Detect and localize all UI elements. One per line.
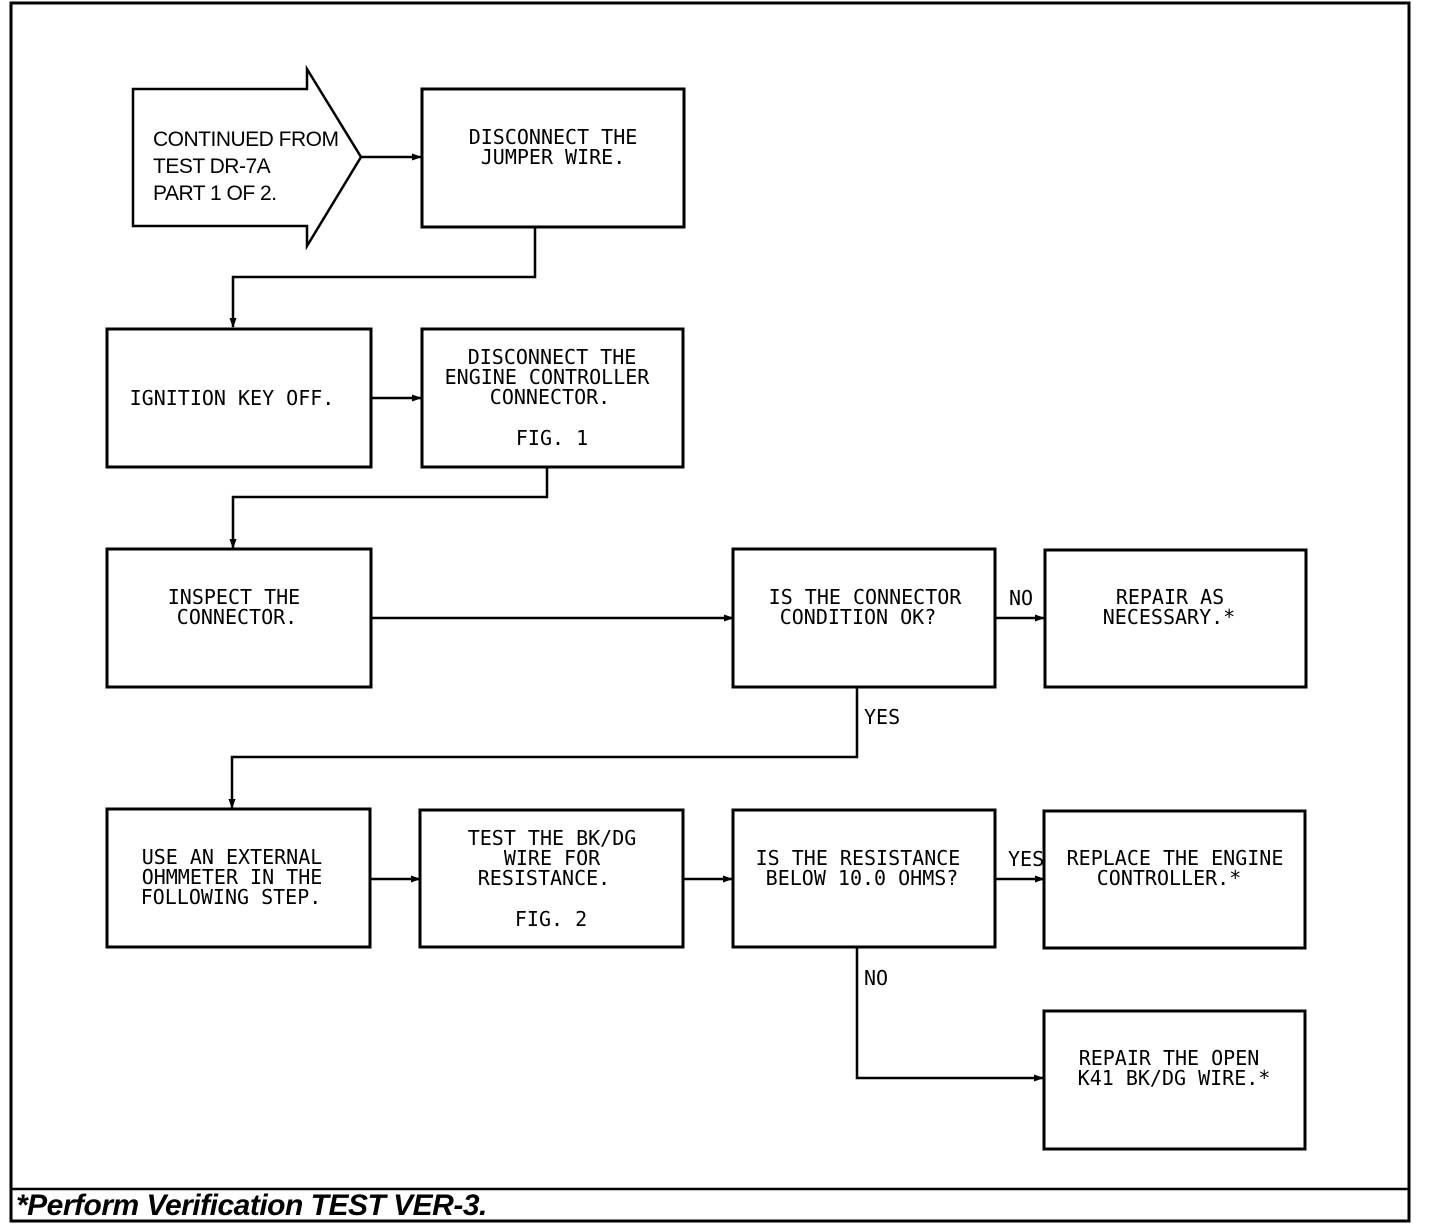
start-arrow: CONTINUED FROM TEST DR-7A PART 1 OF 2. [131,64,363,251]
edge-ecm-to-inspect [229,468,549,549]
node-text: CONNECTOR. [490,385,610,409]
node-text: BELOW 10.0 OHMS? [766,866,959,890]
node-connector-ok-decision: IS THE CONNECTOR CONDITION OK? [731,547,997,689]
footer-note: *Perform Verification TEST VER-3. [16,1189,487,1222]
node-text: WIRE FOR [504,846,601,870]
node-text: FOLLOWING STEP. [141,885,322,909]
node-text: CONDITION OK? [780,605,937,629]
node-text: REPAIR AS [1116,585,1224,609]
node-text: CONNECTOR. [177,605,297,629]
node-text: RESISTANCE. [478,866,610,890]
node-text: ENGINE CONTROLLER [445,365,651,389]
node-text: DISCONNECT THE [469,125,638,149]
start-line-2: TEST DR-7A [153,155,271,178]
connectors [228,153,1045,1082]
node-ignition-off: IGNITION KEY OFF. [105,327,373,469]
node-text: REPLACE THE ENGINE [1067,846,1284,870]
node-fig: FIG. 2 [515,907,587,931]
node-text: OHMMETER IN THE [142,865,323,889]
node-replace-controller: REPLACE THE ENGINE CONTROLLER.* [1042,809,1307,950]
edge-label-yes: YES [1008,847,1044,871]
edge-jumper-to-ignition [229,228,537,328]
edge-decision-yes [228,688,859,809]
node-resistance-decision: IS THE RESISTANCE BELOW 10.0 OHMS? [731,808,997,949]
node-text: JUMPER WIRE. [481,145,626,169]
node-text: REPAIR THE OPEN [1079,1046,1260,1070]
node-text: IGNITION KEY OFF. [130,386,335,410]
node-text: USE AN EXTERNAL [142,845,323,869]
node-text: CONTROLLER.* [1097,866,1242,890]
node-text: TEST THE BK/DG [468,826,637,850]
edge-label-no: NO [1009,586,1033,610]
node-use-ohmmeter: USE AN EXTERNAL OHMMETER IN THE FOLLOWIN… [105,807,372,949]
edge-resistance-no [855,948,1044,1082]
node-inspect-connector: INSPECT THE CONNECTOR. [105,547,373,689]
edge-label-yes: YES [864,705,900,729]
node-test-resistance: TEST THE BK/DG WIRE FOR RESISTANCE. FIG.… [418,808,685,949]
node-text: DISCONNECT THE [468,345,637,369]
node-text: IS THE CONNECTOR [769,585,963,609]
node-text: NECESSARY.* [1103,605,1235,629]
node-repair-necessary: REPAIR AS NECESSARY.* [1043,548,1308,689]
start-line-1: CONTINUED FROM [153,128,339,151]
edge-label-no: NO [864,966,888,990]
page-frame [9,1,1411,1223]
start-line-3: PART 1 OF 2. [153,182,277,205]
node-disconnect-ecm: DISCONNECT THE ENGINE CONTROLLER CONNECT… [420,327,685,469]
node-text: K41 BK/DG WIRE.* [1078,1066,1271,1090]
node-fig: FIG. 1 [516,426,588,450]
node-repair-open-wire: REPAIR THE OPEN K41 BK/DG WIRE.* [1042,1009,1307,1151]
node-disconnect-jumper: DISCONNECT THE JUMPER WIRE. [420,87,686,229]
node-text: INSPECT THE [168,585,300,609]
node-text: IS THE RESISTANCE [756,846,961,870]
